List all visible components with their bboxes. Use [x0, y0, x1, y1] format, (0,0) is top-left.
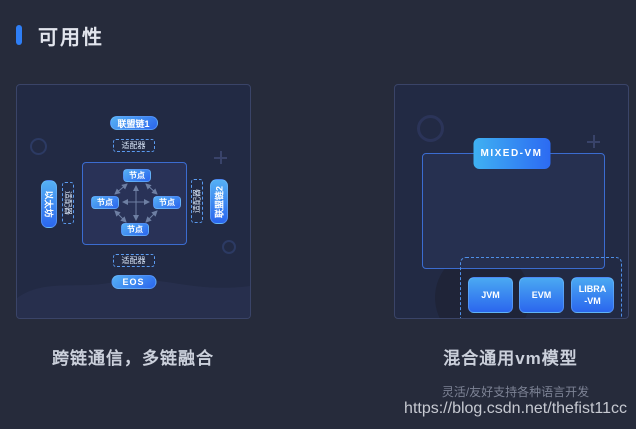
vm-dashed-box: JVM EVM LIBRA -VM	[460, 257, 622, 318]
circle-icon	[30, 138, 47, 155]
adapter-right-box: 适配器	[191, 179, 203, 223]
watermark-line-1: 灵活/友好支持各种语言开发	[441, 384, 590, 399]
node-button-right: 节点	[153, 196, 181, 209]
node-button-bottom: 节点	[121, 223, 149, 236]
mixed-vm-panel: JVM EVM LIBRA -VM MIXED-VM	[394, 84, 629, 319]
adapter-bottom-box: 适配器	[112, 254, 155, 267]
circle-icon	[417, 115, 444, 142]
ethereum-label: 以太坊	[43, 190, 54, 218]
eos-button: EOS	[111, 275, 156, 289]
plus-icon	[587, 135, 600, 148]
title-accent-bar	[16, 25, 22, 45]
adapter-right-label: 适配器	[192, 189, 202, 213]
vm-container-box: JVM EVM LIBRA -VM	[422, 153, 622, 318]
wave-decoration	[17, 279, 250, 318]
node-arrows	[114, 183, 158, 223]
consortium-chain-1-button: 联盟链1	[109, 116, 158, 130]
page-title: 可用性	[38, 27, 104, 49]
caption-mixed-vm: 混合通用vm模型	[443, 349, 578, 368]
libra-vm-button: LIBRA -VM	[571, 277, 614, 313]
node-mesh-box: 节点 节点 节点 节点	[82, 162, 187, 245]
watermark-line-2: https://blog.csdn.net/thefist11cc	[404, 399, 627, 417]
node-button-left: 节点	[91, 196, 119, 209]
adapter-left-box: 适配器	[62, 182, 74, 224]
evm-button: EVM	[519, 277, 564, 313]
caption-cross-chain: 跨链通信，多链融合	[52, 349, 214, 368]
mixed-vm-button: MIXED-VM	[473, 138, 550, 169]
watermark: 灵活/友好支持各种语言开发 https://blog.csdn.net/thef…	[404, 384, 627, 418]
jvm-button: JVM	[468, 277, 513, 313]
cross-chain-panel: 联盟链1 适配器 节点 节点 节点 节点	[16, 84, 251, 319]
node-button-top: 节点	[123, 169, 151, 182]
adapter-left-label: 适配器	[63, 191, 73, 215]
circle-icon	[222, 240, 236, 254]
consortium-chain-2-button: 联盟链2	[210, 179, 228, 224]
adapter-top-box: 适配器	[112, 139, 155, 152]
ethereum-button: 以太坊	[41, 180, 57, 228]
consortium-chain-2-label: 联盟链2	[214, 185, 225, 218]
plus-icon	[214, 151, 227, 164]
